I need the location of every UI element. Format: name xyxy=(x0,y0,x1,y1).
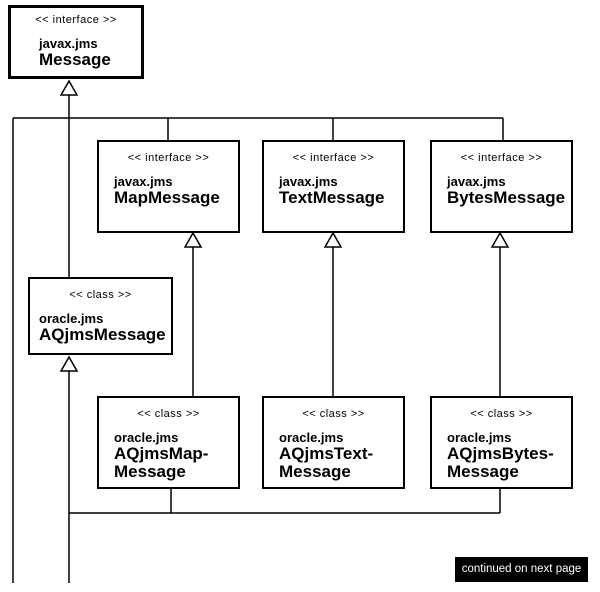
stereotype-label: << interface >> xyxy=(127,152,210,164)
stereotype-label: << interface >> xyxy=(292,152,375,164)
class-name-label2: Message xyxy=(114,462,186,481)
package-label: javax.jms xyxy=(279,174,338,189)
class-box-aqjmsmapmessage: << class >> oracle.jms AQjmsMap- Message xyxy=(97,396,240,489)
class-name-label: AQjmsMap- xyxy=(114,444,209,463)
class-name-label: AQjmsText- xyxy=(279,444,374,463)
package-label: oracle.jms xyxy=(279,430,344,445)
package-label: oracle.jms xyxy=(114,430,179,445)
stereotype-label: << class >> xyxy=(470,408,533,420)
class-name-label: Message xyxy=(39,50,111,69)
class-name-label2: Message xyxy=(447,462,519,481)
stereotype-label: << class >> xyxy=(69,289,132,301)
class-name-label2: Message xyxy=(279,462,351,481)
package-label: javax.jms xyxy=(114,174,173,189)
continued-note: continued on next page xyxy=(455,557,588,582)
stereotype-label: << interface >> xyxy=(460,152,543,164)
class-name-label: BytesMessage xyxy=(447,188,566,207)
interface-box-textmessage: << interface >> javax.jms TextMessage xyxy=(262,140,405,233)
interface-box-mapmessage: << interface >> javax.jms MapMessage xyxy=(97,140,240,233)
generalization-arrowhead-icon xyxy=(183,231,203,248)
package-label: javax.jms xyxy=(447,174,506,189)
stereotype-label: << class >> xyxy=(302,408,365,420)
stereotype-label: << class >> xyxy=(137,408,200,420)
class-box-aqjmsmessage: << class >> oracle.jms AQjmsMessage xyxy=(28,277,173,355)
generalization-arrowhead-icon xyxy=(59,355,79,372)
package-label: oracle.jms xyxy=(447,430,512,445)
class-box-aqjmsbytesmessage: << class >> oracle.jms AQjmsBytes- Messa… xyxy=(430,396,573,489)
interface-box-message: << interface >> javax.jms Message xyxy=(8,5,144,79)
generalization-arrowhead-icon xyxy=(59,79,79,96)
class-name-label: AQjmsMessage xyxy=(39,325,166,344)
class-name-label: MapMessage xyxy=(114,188,220,207)
class-box-aqjmstextmessage: << class >> oracle.jms AQjmsText- Messag… xyxy=(262,396,405,489)
generalization-arrowhead-icon xyxy=(490,231,510,248)
interface-box-bytesmessage: << interface >> javax.jms BytesMessage xyxy=(430,140,573,233)
package-label: oracle.jms xyxy=(39,311,104,326)
class-name-label: AQjmsBytes- xyxy=(447,444,554,463)
generalization-arrowhead-icon xyxy=(323,231,343,248)
stereotype-label: << interface >> xyxy=(35,14,117,26)
class-name-label: TextMessage xyxy=(279,188,385,207)
package-label: javax.jms xyxy=(39,36,98,51)
